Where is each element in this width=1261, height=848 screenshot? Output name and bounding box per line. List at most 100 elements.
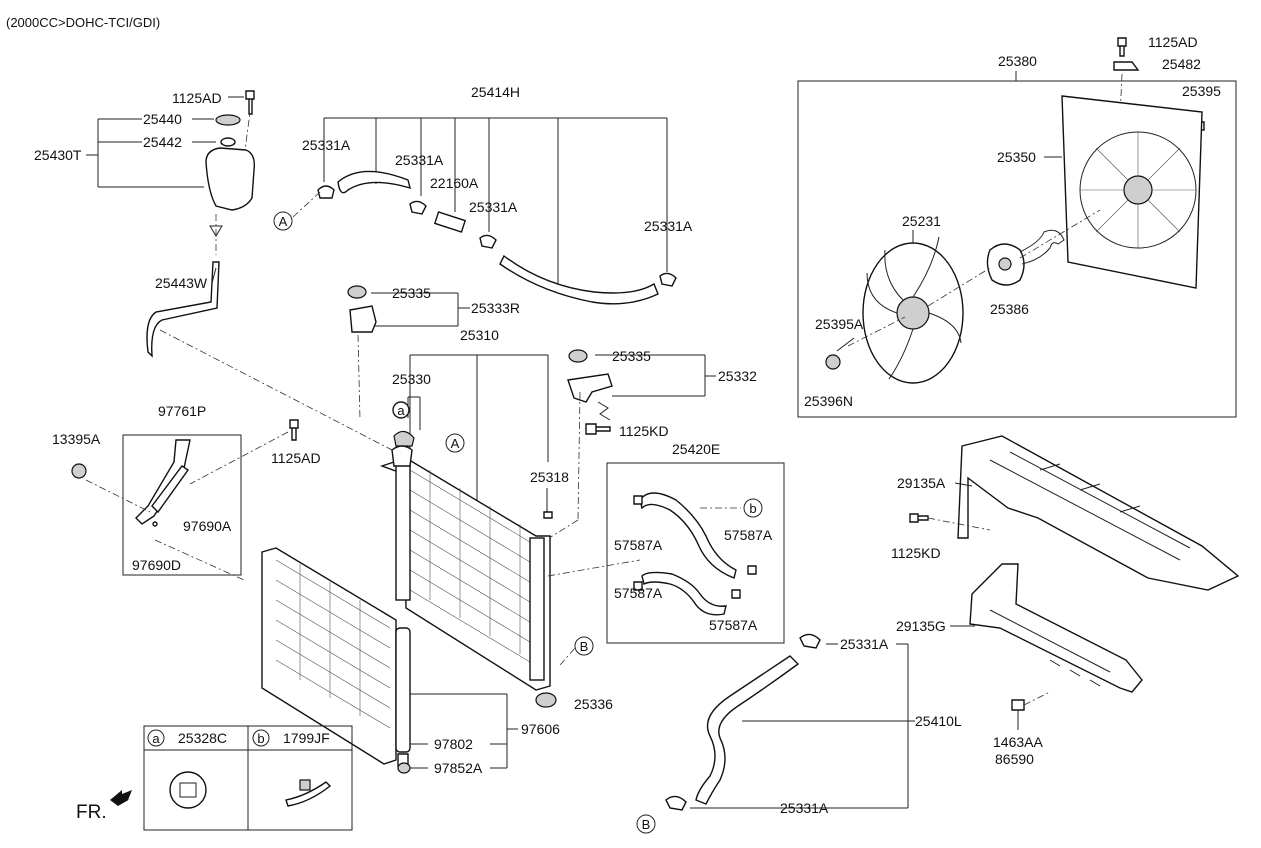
part-label: 25443W: [155, 275, 208, 291]
part-label: 25331A: [840, 636, 889, 652]
front-indicator: FR.: [76, 802, 107, 823]
hose-clip-icon: [633, 495, 643, 505]
legend-a-circle: [147, 729, 165, 747]
engine-spec-label: (2000CC>DOHC-TCI/GDI): [6, 15, 160, 30]
drain-plug-icon: [535, 692, 557, 708]
bolt-icon: [289, 419, 299, 441]
radiator-assembly: [379, 354, 641, 708]
part-label: 25430T: [34, 147, 82, 163]
receiver-drier-icon: [395, 627, 411, 753]
legend-a-letter: a: [152, 731, 160, 746]
part-label: 1463AA: [993, 734, 1043, 750]
part-label: 25331A: [302, 137, 351, 153]
part-label: 25330: [392, 371, 431, 387]
oil-cooler-hose-box: [606, 462, 785, 644]
upper-air-guard-icon: [957, 435, 1240, 591]
bolt-icon: [585, 423, 611, 435]
bolt-icon: [245, 90, 255, 115]
callout-a-radiator: a: [392, 401, 410, 419]
part-label: 25350: [997, 149, 1036, 165]
part-label: 25331A: [780, 800, 829, 816]
radiator-fins-icon: [409, 469, 541, 669]
part-label: 97761P: [158, 403, 206, 419]
callout-A-upper: A: [273, 211, 293, 231]
part-label: 25331A: [469, 199, 518, 215]
part-label: 97690D: [132, 557, 181, 573]
front-arrow-icon: [110, 790, 132, 806]
legend-box: [143, 725, 353, 831]
nut-icon: [71, 463, 87, 479]
part-label: 22160A: [430, 175, 479, 191]
oil-hose-icon: [641, 571, 727, 616]
grommet-icon: [347, 285, 367, 299]
svg-text:B: B: [642, 817, 651, 832]
upper-hose-assembly: [292, 117, 677, 305]
bolt-icon: [909, 513, 929, 523]
part-label: 25335: [392, 285, 431, 301]
part-label: 25420E: [672, 441, 720, 457]
part-label: 86590: [995, 751, 1034, 767]
part-label: 57587A: [709, 617, 758, 633]
hose-clamp-icon: [659, 272, 677, 287]
mounting-bracket-icon: [349, 305, 377, 333]
part-label: 25396N: [804, 393, 853, 409]
sensor-bracket-box: [71, 419, 299, 581]
drain-plug-icon: [543, 511, 553, 519]
legend-a-part: 25328C: [178, 730, 227, 746]
o-ring-icon: [220, 137, 236, 147]
hose-clamp-icon: [799, 633, 821, 649]
part-label: 1125AD: [271, 450, 321, 466]
part-label: 25395: [1182, 83, 1221, 99]
part-label: 25414H: [471, 84, 520, 100]
part-label: 25386: [990, 301, 1029, 317]
part-label: 1125KD: [619, 423, 669, 439]
part-label: 25395A: [815, 316, 864, 332]
part-label: 25318: [530, 469, 569, 485]
part-label: 25332: [718, 368, 757, 384]
reservoir-assembly: [86, 90, 393, 451]
radiator-cap-icon: [393, 430, 415, 447]
hose-clamp-icon: [317, 185, 335, 199]
part-label: 97690A: [183, 518, 232, 534]
lower-radiator-hose-icon: [695, 655, 800, 805]
part-label: 57587A: [724, 527, 773, 543]
oil-hose-icon: [639, 492, 737, 579]
sensor-bracket-icon: [135, 439, 191, 525]
legend-b-part: 1799JF: [283, 730, 330, 746]
cable-tie-icon: [285, 781, 332, 807]
condenser-fins-icon: [275, 559, 391, 729]
part-label: 25410L: [915, 713, 962, 729]
legend-b-circle: [252, 729, 270, 747]
callout-B-lower-hose: B: [636, 814, 656, 834]
part-label: 29135A: [897, 475, 946, 491]
legend-b-letter: b: [257, 731, 264, 746]
hose-clamp-icon: [479, 234, 497, 249]
fan-clip-icon: [1113, 61, 1140, 71]
mounting-bracket-icon: [567, 373, 613, 403]
bracket-assembly: [347, 285, 716, 541]
part-label: 1125AD: [1148, 34, 1198, 50]
hose-clamp-icon: [665, 795, 687, 811]
hose-clip-icon: [633, 581, 643, 591]
part-label: 13395A: [52, 431, 101, 447]
part-label: 25310: [460, 327, 499, 343]
part-label: 57587A: [614, 585, 663, 601]
fan-shroud-box: [797, 37, 1237, 418]
part-label: 25440: [143, 111, 182, 127]
part-label: 25380: [998, 53, 1037, 69]
hose-clip-icon: [747, 565, 757, 575]
condenser-assembly: [261, 547, 518, 774]
part-label: 25331A: [644, 218, 693, 234]
part-label: 25335: [612, 348, 651, 364]
callout-B-radiator: B: [574, 636, 594, 656]
part-label: 1125AD: [172, 90, 222, 106]
part-label: 1125KD: [891, 545, 941, 561]
upper-hose-icon: [337, 170, 411, 194]
part-label: 25482: [1162, 56, 1201, 72]
label-sticker-icon: [169, 771, 207, 809]
part-label: 97852A: [434, 760, 483, 776]
motor-wire-icon: [1019, 229, 1065, 265]
part-label: 25333R: [471, 300, 520, 316]
lower-air-guard-icon: [969, 563, 1143, 693]
